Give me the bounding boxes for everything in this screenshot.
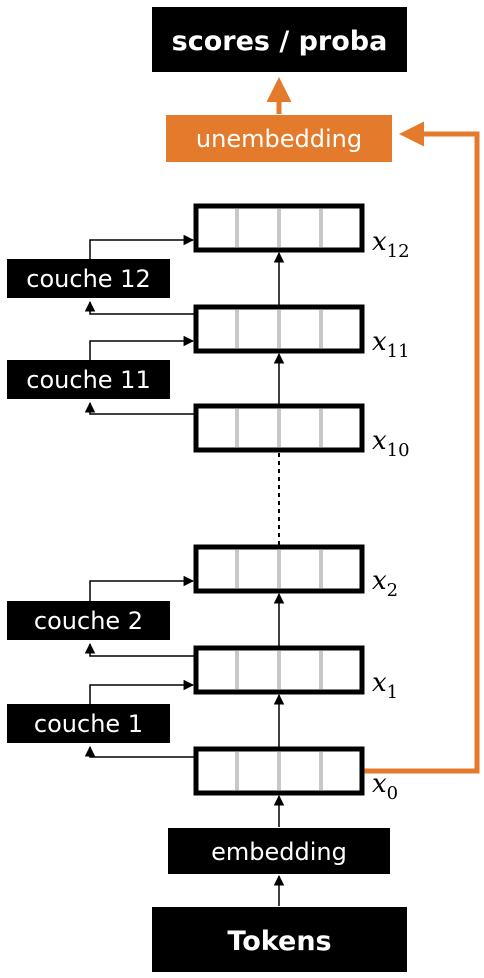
tokens-label: Tokens bbox=[227, 926, 331, 957]
arrow-layer2-to-x2 bbox=[89, 575, 195, 601]
layer-label-1: couche 1 bbox=[34, 710, 143, 738]
arrow-x11-to-layer12 bbox=[84, 300, 196, 315]
arrow-x1-to-layer2 bbox=[84, 642, 196, 657]
state-label-x2: x2 bbox=[372, 566, 398, 601]
layer-box-12 bbox=[7, 259, 170, 298]
arrow-x0-to-layer1 bbox=[84, 745, 196, 758]
state-label-x10: x10 bbox=[372, 426, 410, 461]
state-x11 bbox=[193, 304, 365, 354]
scores-label: scores / proba bbox=[172, 26, 388, 57]
state-label-x12: x12 bbox=[372, 227, 410, 262]
arrow-layer12-to-x12 bbox=[89, 234, 195, 259]
unembedding-label: unembedding bbox=[196, 125, 362, 153]
layer-label-12: couche 12 bbox=[26, 265, 150, 293]
state-x0 bbox=[193, 746, 365, 796]
arrow-layer1-to-x1 bbox=[89, 679, 195, 704]
state-x10 bbox=[193, 403, 365, 453]
arrow-x10-to-layer11 bbox=[84, 401, 196, 415]
layer-box-2 bbox=[7, 601, 170, 640]
embedding-box bbox=[168, 828, 390, 874]
state-label-x1: x1 bbox=[372, 668, 398, 703]
arrow-layer11-to-x11 bbox=[89, 335, 195, 360]
layer-box-1 bbox=[7, 704, 170, 743]
layer-label-11: couche 11 bbox=[26, 366, 150, 394]
residual-to-unembedding-path bbox=[362, 121, 480, 774]
unembedding-box bbox=[166, 115, 392, 162]
state-label-x0: x0 bbox=[372, 769, 398, 804]
state-x12 bbox=[193, 203, 365, 253]
layer-label-2: couche 2 bbox=[34, 607, 143, 635]
scores-box bbox=[152, 7, 407, 72]
tokens-box bbox=[152, 907, 407, 972]
layer-box-11 bbox=[7, 360, 170, 399]
state-x1 bbox=[193, 645, 365, 695]
state-label-x11: x11 bbox=[372, 327, 410, 362]
state-x2 bbox=[193, 544, 365, 594]
embedding-label: embedding bbox=[211, 838, 347, 866]
